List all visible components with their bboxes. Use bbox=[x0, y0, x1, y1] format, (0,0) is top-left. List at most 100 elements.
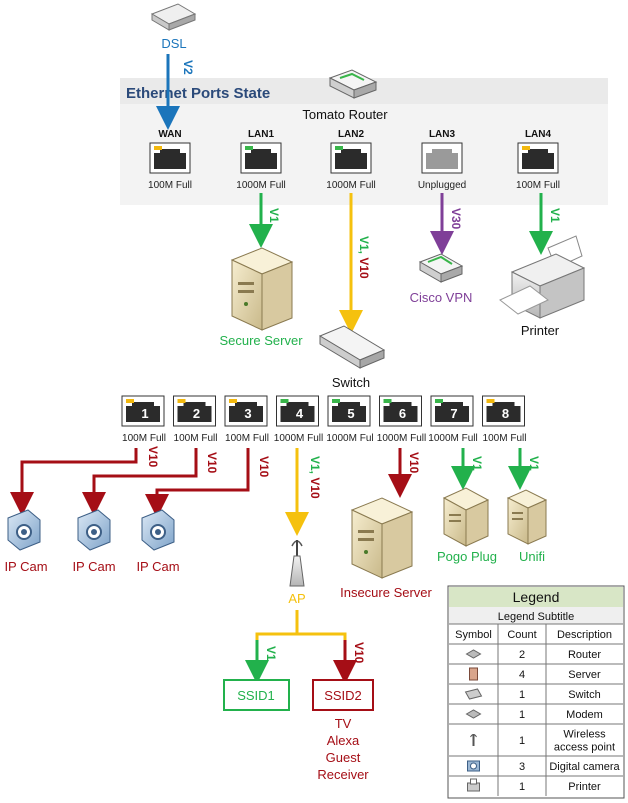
switch-port-status: 100M Full bbox=[174, 433, 218, 444]
server-icon bbox=[469, 667, 478, 681]
ssid1-vlan: V1 bbox=[264, 646, 278, 661]
legend-count: 2 bbox=[519, 649, 525, 661]
switch-port-status: 100M Full bbox=[483, 433, 527, 444]
ethernet-port-icon bbox=[240, 142, 282, 174]
ap-to-ssid2-line bbox=[297, 632, 347, 672]
ssid2-client: Receiver bbox=[317, 767, 369, 782]
switch-icon bbox=[464, 688, 483, 700]
lan3-vlan: V30 bbox=[449, 208, 463, 230]
port1-vlan: V10 bbox=[146, 446, 160, 468]
router-port-status: Unplugged bbox=[418, 180, 466, 191]
ssid1-box bbox=[223, 679, 290, 711]
router-port-name: LAN1 bbox=[248, 129, 275, 140]
router-port-status: 100M Full bbox=[516, 180, 560, 191]
dsl-vlan: V2 bbox=[181, 60, 195, 75]
switch-port-group: 1 100M Full 2 100M Full 3 100M Full 4 1000M Ful… bbox=[121, 395, 527, 444]
router-port-group: WAN 100M Full LAN1 1000M Full LAN2 1000M Full… bbox=[148, 129, 560, 191]
lan2-vlan: V1, V10 bbox=[357, 236, 371, 279]
port-led bbox=[332, 399, 340, 403]
switch-port-number: 4 bbox=[296, 406, 304, 421]
port3-link bbox=[145, 448, 250, 518]
router-port-name: WAN bbox=[158, 129, 181, 140]
ssid2-vlan: V10 bbox=[352, 642, 366, 664]
server-icon bbox=[230, 247, 294, 331]
printer-icon bbox=[467, 778, 480, 792]
router-icon bbox=[418, 253, 464, 283]
ssid2-client: Guest bbox=[326, 750, 361, 765]
legend-subtitle: Legend Subtitle bbox=[498, 611, 574, 623]
switch-port-status: 1000M Full bbox=[428, 433, 477, 444]
cisco-vpn-label: Cisco VPN bbox=[410, 290, 473, 305]
legend-description: Digital camera bbox=[549, 761, 620, 773]
legend-count: 1 bbox=[519, 709, 525, 721]
legend-count: 1 bbox=[519, 689, 525, 701]
ip-cam-2-label: IP Cam bbox=[72, 559, 115, 574]
server-icon bbox=[350, 497, 414, 579]
wireless-access-point-icon bbox=[289, 540, 305, 587]
port1-link bbox=[10, 448, 138, 516]
legend-count: 4 bbox=[519, 669, 525, 681]
router-port-name: LAN2 bbox=[338, 129, 365, 140]
switch-port-number: 7 bbox=[450, 406, 457, 421]
port-led bbox=[435, 399, 443, 403]
port-led bbox=[383, 399, 392, 403]
ethernet-port-icon: 2 bbox=[173, 395, 216, 427]
port7-vlan: V1 bbox=[470, 456, 484, 471]
ssid2-box bbox=[312, 679, 374, 711]
port-led bbox=[154, 146, 162, 150]
server-icon bbox=[442, 487, 490, 547]
panel-title: Ethernet Ports State bbox=[126, 85, 270, 102]
port2-vlan: V10 bbox=[205, 452, 219, 474]
legend-count: 1 bbox=[519, 781, 525, 793]
legend-description: access point bbox=[554, 742, 615, 754]
ethernet-port-icon bbox=[421, 142, 463, 174]
legend-title: Legend bbox=[513, 589, 560, 605]
switch-port-status: 1000M Ful bbox=[326, 433, 373, 444]
router-port-status: 1000M Full bbox=[326, 180, 375, 191]
legend-description: Modem bbox=[566, 709, 603, 721]
legend-header: Description bbox=[557, 629, 612, 641]
router-icon bbox=[465, 649, 482, 659]
ethernet-port-icon bbox=[149, 142, 191, 174]
ethernet-port-icon: 1 bbox=[121, 395, 165, 427]
camera-icon bbox=[7, 509, 41, 551]
port4-vlan: V1, V10 bbox=[308, 456, 322, 499]
ssid1-label: SSID1 bbox=[237, 688, 275, 703]
router-port-name: LAN3 bbox=[429, 129, 456, 140]
port6-vlan: V10 bbox=[407, 452, 421, 474]
switch-label: Switch bbox=[332, 375, 370, 390]
legend-description: Printer bbox=[568, 781, 601, 793]
legend-count: 1 bbox=[519, 735, 525, 747]
switch-port-number: 6 bbox=[399, 406, 406, 421]
router-port-status: 1000M Full bbox=[236, 180, 285, 191]
switch-port-status: 100M Full bbox=[225, 433, 269, 444]
lan4-vlan: V1 bbox=[548, 208, 562, 223]
switch-port-number: 8 bbox=[502, 406, 509, 421]
insecure-server-label: Insecure Server bbox=[340, 585, 432, 600]
ssid2-client: Alexa bbox=[327, 733, 360, 748]
legend-title-bar bbox=[449, 587, 623, 607]
legend-description: Router bbox=[568, 649, 601, 661]
ap-label: AP bbox=[288, 591, 305, 606]
modem-icon bbox=[465, 709, 482, 719]
legend-description: Wireless bbox=[563, 729, 606, 741]
secure-server-label: Secure Server bbox=[219, 333, 303, 348]
camera-icon bbox=[467, 760, 480, 772]
legend-description: Server bbox=[568, 669, 601, 681]
server-icon bbox=[506, 489, 548, 545]
ssid2-label: SSID2 bbox=[324, 688, 362, 703]
legend-subtitle-bar bbox=[449, 607, 623, 624]
switch-port-number: 3 bbox=[244, 406, 251, 421]
port-led bbox=[486, 399, 495, 403]
switch-port-status: 1000M Full bbox=[377, 433, 426, 444]
wireless-access-point-icon bbox=[470, 734, 477, 746]
port-led bbox=[280, 399, 289, 403]
ip-cam-3-label: IP Cam bbox=[136, 559, 179, 574]
router-port-name: LAN4 bbox=[525, 129, 552, 140]
port3-vlan: V10 bbox=[257, 456, 271, 478]
ethernet-port-icon: 5 bbox=[327, 395, 371, 427]
ssid2-client: TV bbox=[335, 716, 352, 731]
port8-vlan: V1 bbox=[527, 456, 541, 471]
modem-icon bbox=[150, 3, 197, 31]
